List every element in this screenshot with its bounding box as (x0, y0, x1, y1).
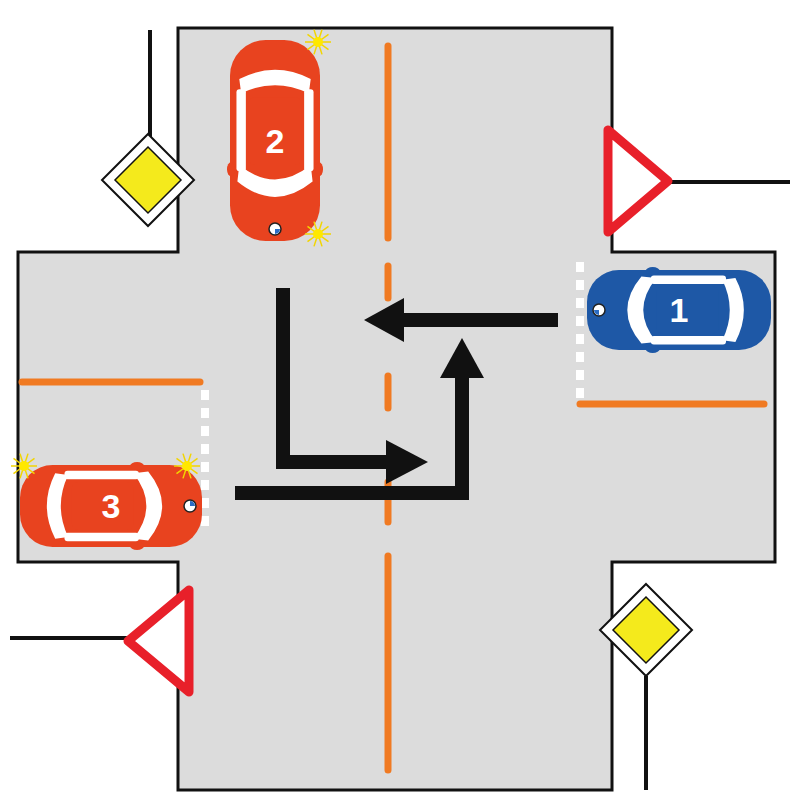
sign-post (668, 180, 790, 184)
car-window (304, 89, 313, 171)
yield-sign (128, 590, 189, 692)
road-surface (18, 28, 775, 790)
car-mirror (130, 462, 144, 470)
stop-lane-line (580, 401, 764, 408)
stop-lane-line (22, 379, 200, 386)
center-line (385, 376, 392, 408)
car-logo (269, 223, 281, 235)
sign-post (10, 636, 128, 640)
car-figure (227, 40, 323, 241)
center-line (385, 46, 392, 238)
car-number: 1 (670, 293, 689, 327)
turn-signal (11, 454, 37, 479)
car-window (65, 533, 139, 542)
give-way-line (201, 390, 209, 532)
sign-plate (102, 134, 194, 226)
car-mirror (646, 345, 660, 353)
car-number: 3 (102, 489, 121, 523)
car-number: 2 (266, 124, 285, 158)
lane-markings (22, 46, 764, 770)
sign-post (644, 676, 648, 790)
car-windshield (627, 276, 656, 343)
yield-sign (608, 130, 668, 232)
car-window (651, 336, 726, 344)
priority-sign (600, 584, 692, 676)
signal-lamp (182, 461, 192, 471)
car-rear-window (722, 278, 744, 342)
turn-signal (174, 454, 200, 479)
car-logo-quarter (594, 310, 599, 315)
sign-diamond (613, 597, 679, 663)
car-roof (72, 482, 133, 530)
arrow-shaft (235, 372, 462, 493)
car-figure (587, 267, 771, 353)
car-window (651, 276, 726, 284)
priority-sign (102, 134, 194, 226)
car-logo-quarter (275, 229, 280, 234)
car-window (236, 89, 245, 171)
car-body (230, 40, 320, 241)
car: 2 (228, 38, 322, 243)
movement-arrows (235, 288, 558, 493)
car-logo (184, 500, 196, 512)
turn-signal (305, 30, 331, 55)
car-roof (249, 97, 302, 165)
car: 1 (585, 268, 773, 352)
sign-diamond (115, 147, 181, 213)
car-body (20, 465, 202, 547)
give-way-line (576, 262, 584, 406)
car-figure (20, 462, 202, 550)
car-logo (593, 304, 605, 316)
car-roof (656, 286, 718, 333)
car-windshield (237, 165, 312, 197)
sign-post (148, 30, 152, 138)
turn-signal (305, 222, 331, 247)
car-windshield (133, 472, 162, 541)
center-line (385, 266, 392, 298)
signal-lamp (313, 229, 323, 239)
signal-lamp (313, 37, 323, 47)
sign-plate (600, 584, 692, 676)
car-rear-window (239, 70, 310, 94)
car-window (65, 471, 139, 480)
car-body (587, 270, 771, 350)
arrow-head (386, 440, 428, 484)
arrow-head (364, 298, 404, 342)
center-line (385, 556, 392, 770)
car-rear-window (47, 473, 68, 538)
car-mirror (646, 267, 660, 275)
car-mirror (130, 542, 144, 550)
car-mirror (315, 162, 323, 176)
car-logo-quarter (190, 501, 195, 506)
car: 3 (18, 463, 204, 549)
car-mirror (227, 162, 235, 176)
arrow-shaft (398, 313, 558, 327)
signal-lamp (19, 461, 29, 471)
arrow-head (440, 338, 484, 378)
